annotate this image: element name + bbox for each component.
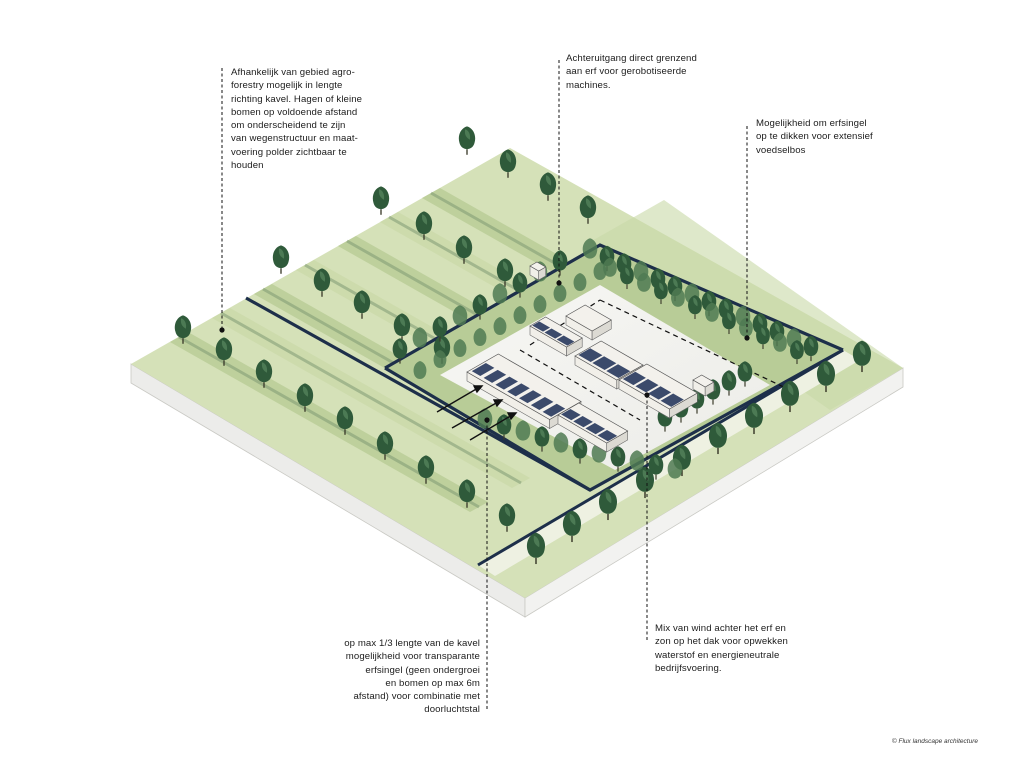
hedge-row xyxy=(220,311,522,485)
building-layer xyxy=(466,261,715,453)
leader-dots xyxy=(219,280,750,423)
barn-icon xyxy=(557,402,629,453)
annotation-agroforestry: Afhankelijk van gebied agro- forestry mo… xyxy=(231,67,363,172)
tree-icon xyxy=(458,125,476,155)
barn-icon xyxy=(618,363,699,419)
annotation-erfsingel: Mogelijkheid om erfsingel op te dikken v… xyxy=(756,118,873,156)
barn-icon xyxy=(529,316,583,357)
barn-icon xyxy=(692,374,715,397)
barn-icon xyxy=(565,304,612,341)
annotation-energy: Mix van wind achter het erf en zon op he… xyxy=(655,623,788,674)
annotation-back-access: Achteruitgang direct grenzend aan erf vo… xyxy=(566,53,697,91)
hedge-row xyxy=(178,335,480,509)
tree-icon xyxy=(372,185,390,215)
tree-icon xyxy=(272,244,290,274)
annotation-transparent-singel: op max 1/3 lengte van de kavel mogelijkh… xyxy=(344,638,480,716)
barn-icon xyxy=(529,261,547,281)
arrow-icon xyxy=(436,385,518,441)
credit-text: © Flux landscape architecture xyxy=(891,738,978,745)
leader-lines xyxy=(221,60,748,710)
